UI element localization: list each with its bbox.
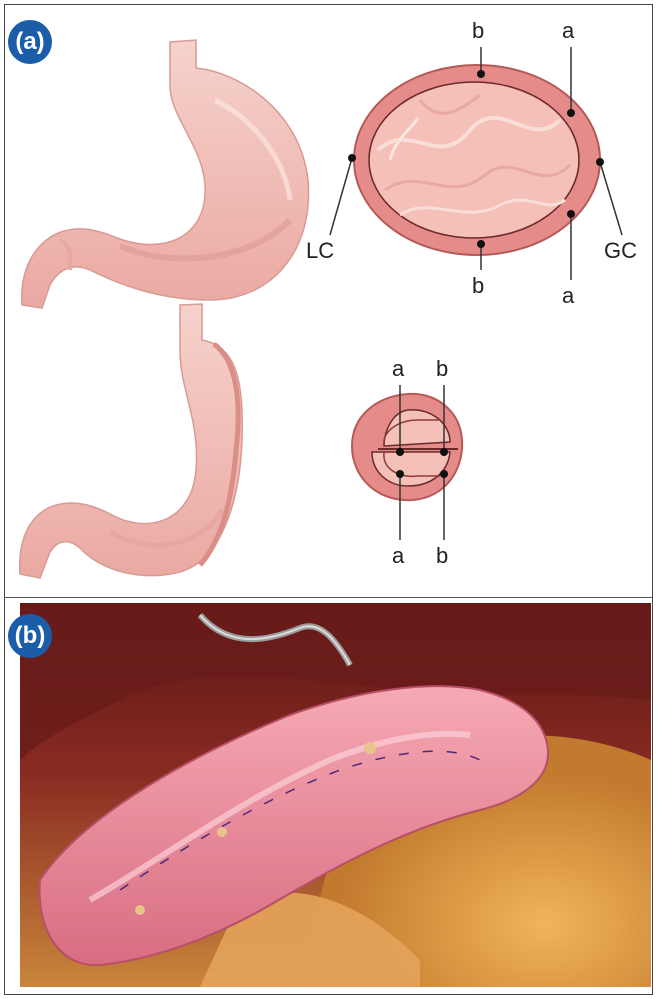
label-lc: LC [306, 240, 334, 262]
stomach-illustration-original [22, 40, 309, 308]
label-fold-a-top: a [392, 358, 404, 380]
cross-section-folded [352, 385, 462, 540]
label-b-bottom: b [472, 275, 484, 297]
panel-b-badge: (b) [8, 614, 52, 658]
label-a-top: a [562, 20, 574, 42]
label-fold-a-bottom: a [392, 545, 404, 567]
label-a-bottom: a [562, 285, 574, 307]
label-b-top: b [472, 20, 484, 42]
surgical-photo [20, 603, 651, 987]
panel-a-badge: (a) [8, 20, 52, 64]
label-fold-b-top: b [436, 358, 448, 380]
cross-section-original [330, 47, 622, 280]
label-gc: GC [604, 240, 637, 262]
stomach-illustration-plicated [20, 304, 243, 578]
label-fold-b-bottom: b [436, 545, 448, 567]
